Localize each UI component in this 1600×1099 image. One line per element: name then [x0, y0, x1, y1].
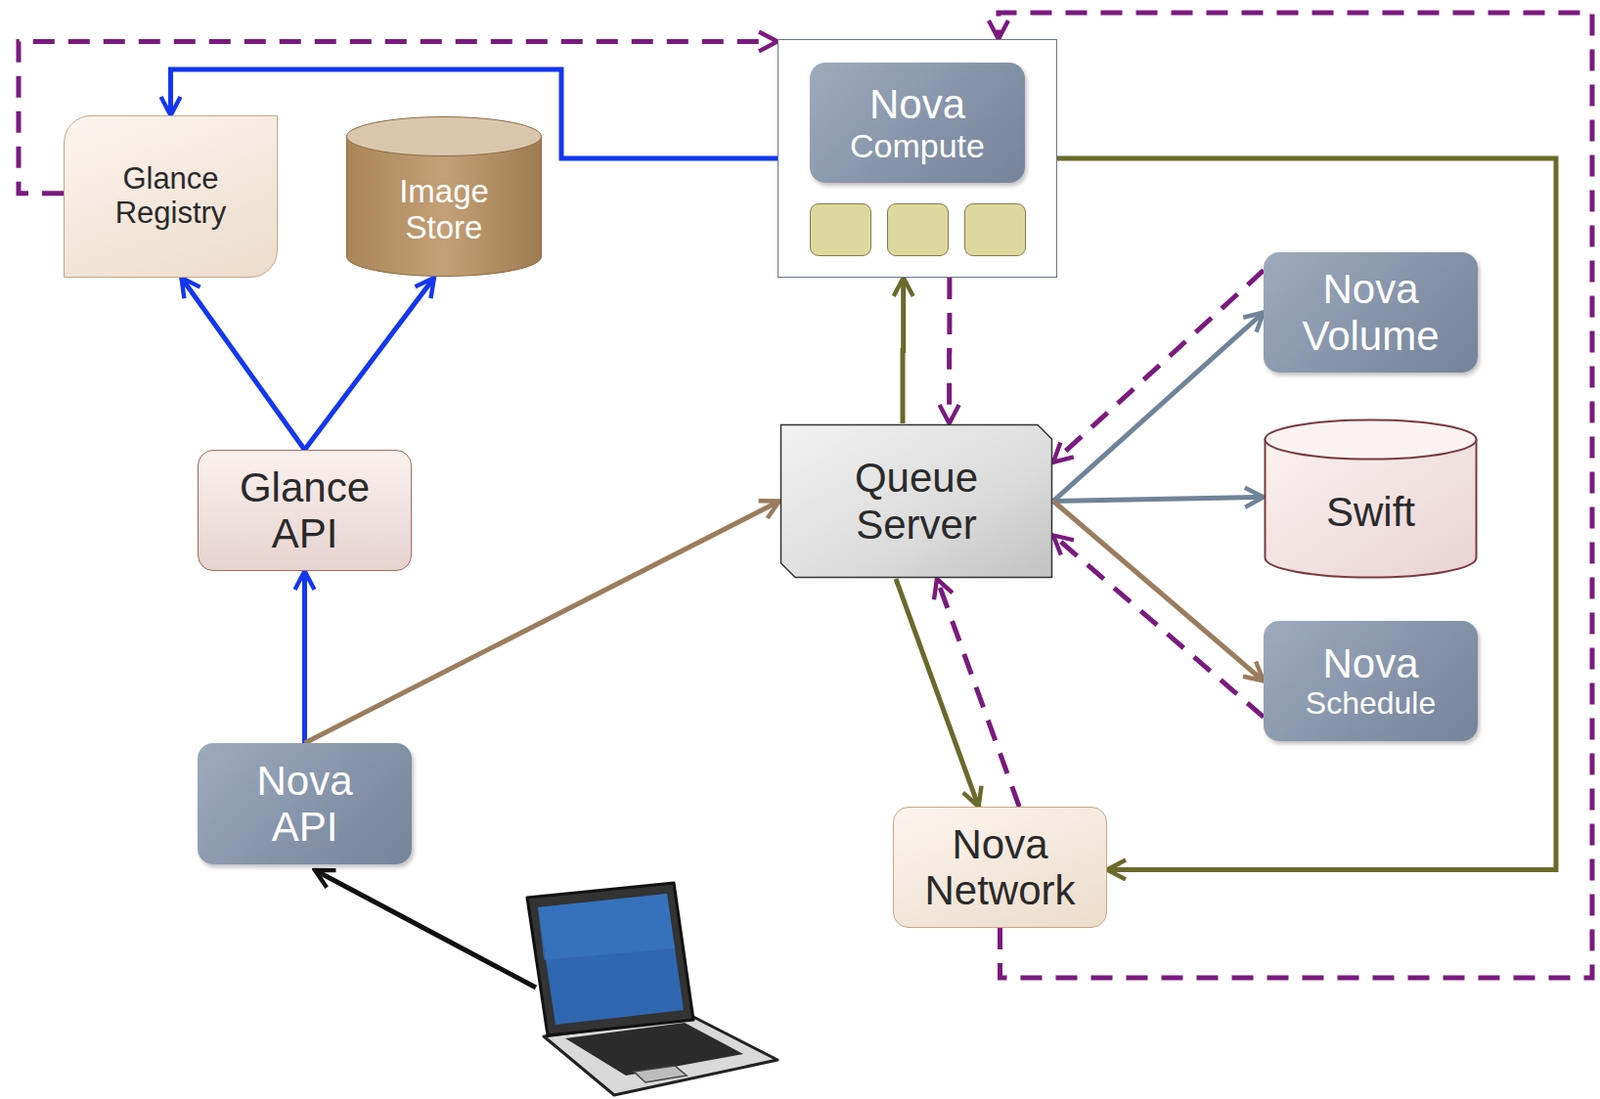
cylinder-body	[347, 136, 542, 277]
cylinder-top	[1265, 420, 1477, 460]
instance-slot	[964, 203, 1026, 257]
user-arrow	[314, 870, 536, 988]
service-box: NovaSchedule	[1263, 621, 1478, 742]
instance-slot	[809, 203, 872, 257]
node-title: Nova	[869, 81, 966, 128]
connectors	[18, 12, 1593, 978]
node-subtitle: Schedule	[1305, 686, 1436, 722]
server-box: NovaCompute	[777, 39, 1058, 278]
node-title: Nova	[1322, 640, 1419, 687]
node-title: Glance API	[222, 464, 389, 557]
node-content: NovaSchedule	[1305, 640, 1436, 722]
node-title: Image Store	[370, 174, 518, 247]
service-box: Queue Server	[779, 423, 1054, 579]
node-subtitle: Compute	[849, 127, 985, 165]
service-box: Nova Volume	[1263, 252, 1478, 373]
node-title: Swift	[1326, 488, 1416, 535]
reply-connector	[1053, 269, 1264, 462]
node-content: Glance API	[222, 464, 389, 557]
node-content: Nova Network	[904, 821, 1096, 914]
storage-cylinder: Swift	[1263, 418, 1478, 579]
queue-shape	[781, 425, 1053, 578]
request-connector	[1057, 158, 1556, 870]
service-box: Nova Network	[892, 806, 1108, 929]
cylinder-body	[1265, 440, 1477, 578]
request-connector	[1053, 312, 1264, 502]
service-box: Glance Registry	[63, 115, 278, 278]
node-title: Queue Server	[808, 454, 1024, 547]
service-box: Nova API	[197, 743, 412, 865]
request-connector	[1053, 501, 1264, 682]
reply-connector	[946, 277, 952, 424]
node-content: Queue Server	[808, 454, 1024, 547]
node-title: Glance Registry	[83, 162, 260, 230]
request-connector	[302, 571, 308, 744]
node-title: Nova API	[231, 757, 379, 850]
laptop-illustration	[527, 883, 778, 1096]
instance-slot	[887, 203, 949, 257]
request-connector	[895, 578, 979, 807]
request-connector	[305, 277, 435, 450]
request-connector	[1053, 496, 1264, 501]
node-content: Swift	[1326, 488, 1416, 535]
request-connector	[900, 277, 907, 424]
node-content: Nova API	[231, 757, 379, 850]
cylinder-top	[347, 117, 542, 157]
node-content: Glance Registry	[83, 162, 260, 230]
node-content: Image Store	[370, 174, 518, 247]
request-connector	[180, 277, 305, 450]
reply-connector	[936, 578, 1020, 807]
compute-core: NovaCompute	[809, 62, 1025, 183]
service-box: Glance API	[197, 449, 412, 572]
storage-cylinder: Image Store	[345, 115, 543, 278]
reply-connector	[1053, 534, 1264, 717]
node-title: Nova Volume	[1278, 266, 1465, 358]
node-title: Nova Network	[904, 821, 1096, 914]
node-content: Nova Volume	[1278, 266, 1465, 358]
